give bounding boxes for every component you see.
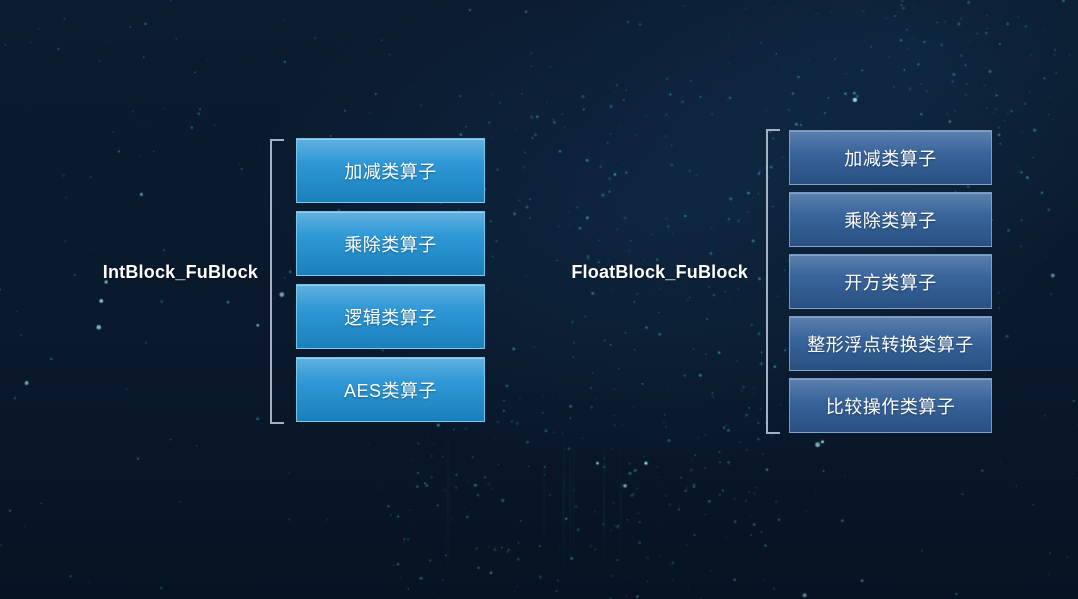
operator-box: 整形浮点转换类算子 [789, 316, 992, 371]
operator-box: 开方类算子 [789, 254, 992, 309]
operator-box: 加减类算子 [296, 138, 485, 203]
operator-box: 乘除类算子 [296, 211, 485, 276]
intblock-operator-stack: 加减类算子 乘除类算子 逻辑类算子 AES类算子 [296, 138, 485, 422]
operator-box: 比较操作类算子 [789, 378, 992, 433]
operator-box: 逻辑类算子 [296, 284, 485, 349]
floatblock-operator-stack: 加减类算子 乘除类算子 开方类算子 整形浮点转换类算子 比较操作类算子 [789, 130, 992, 433]
intblock-group-label: IntBlock_FuBlock [102, 262, 258, 282]
floatblock-bracket-icon [766, 129, 780, 434]
operator-box: 加减类算子 [789, 130, 992, 185]
intblock-bracket-icon [270, 139, 284, 424]
operator-box: AES类算子 [296, 357, 485, 422]
floatblock-group-label: FloatBlock_FuBlock [571, 262, 748, 282]
operator-box: 乘除类算子 [789, 192, 992, 247]
